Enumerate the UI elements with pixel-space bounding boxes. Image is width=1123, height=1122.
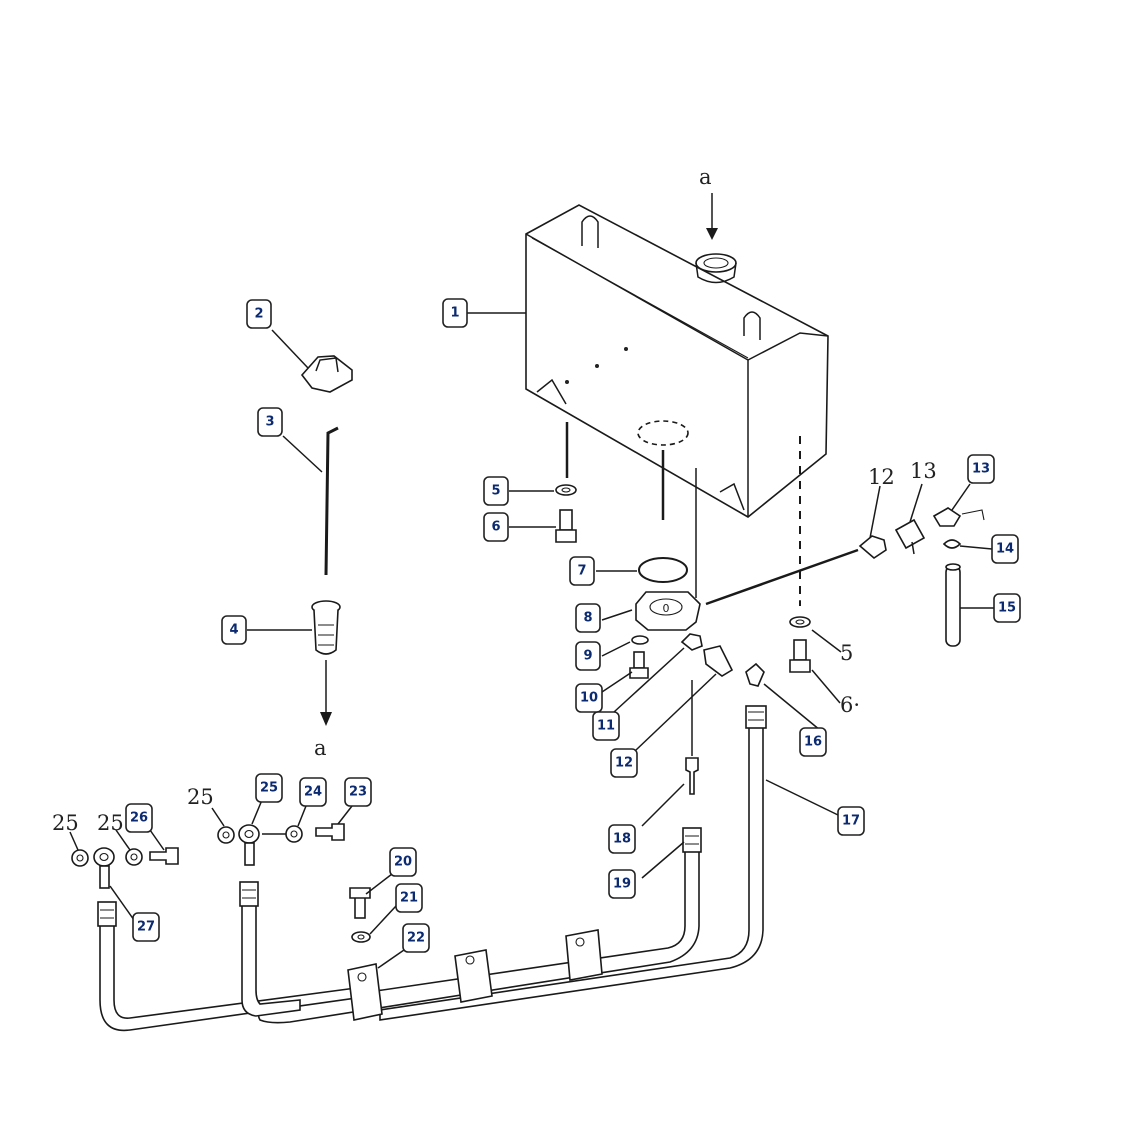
- svg-text:23: 23: [349, 785, 367, 800]
- callout-24[interactable]: 24: [299, 777, 327, 807]
- svg-text:3: 3: [265, 415, 274, 430]
- svg-text:22: 22: [407, 931, 425, 946]
- label-6-plain: 6·: [840, 693, 860, 717]
- callout-26[interactable]: 26: [125, 803, 153, 833]
- svg-text:2: 2: [254, 307, 263, 322]
- callout-23[interactable]: 23: [344, 777, 372, 807]
- callout-8[interactable]: 8: [575, 603, 601, 633]
- callout-27[interactable]: 27: [132, 912, 160, 942]
- callout-4[interactable]: 4: [221, 615, 247, 645]
- svg-text:27: 27: [137, 920, 155, 935]
- filler-cap: [300, 355, 353, 393]
- label-12-plain: 12: [868, 465, 895, 489]
- small-parts-9-11: [629, 633, 765, 687]
- hose-left-25: [238, 824, 301, 1017]
- callout-10[interactable]: 10: [575, 683, 603, 713]
- callout-20[interactable]: 20: [389, 847, 417, 877]
- svg-text:10: 10: [580, 691, 598, 706]
- svg-text:8: 8: [583, 611, 592, 626]
- callout-3[interactable]: 3: [257, 407, 283, 437]
- callout-22[interactable]: 22: [402, 923, 430, 953]
- callout-19[interactable]: 19: [608, 869, 636, 899]
- strainer: [311, 600, 341, 726]
- svg-text:19: 19: [613, 877, 631, 892]
- label-25-plain-b: 25: [97, 811, 124, 835]
- callout-5[interactable]: 5: [483, 476, 509, 506]
- callout-18[interactable]: 18: [608, 824, 636, 854]
- svg-text:5: 5: [491, 484, 500, 499]
- label-a-top: a: [699, 165, 712, 189]
- callout-21[interactable]: 21: [395, 883, 423, 913]
- svg-text:26: 26: [130, 811, 148, 826]
- fuel-tank: [525, 204, 829, 518]
- callout-25[interactable]: 25: [255, 773, 283, 803]
- svg-text:11: 11: [597, 719, 615, 734]
- label-a-bottom: a: [314, 736, 327, 760]
- o-ring: [638, 450, 688, 583]
- svg-text:24: 24: [304, 785, 322, 800]
- svg-text:20: 20: [394, 855, 412, 870]
- svg-text:12: 12: [615, 756, 633, 771]
- mount-left: [555, 422, 577, 543]
- svg-text:21: 21: [400, 891, 418, 906]
- callout-14[interactable]: 14: [991, 534, 1019, 564]
- svg-text:25: 25: [260, 781, 278, 796]
- svg-text:7: 7: [577, 564, 586, 579]
- valve-assembly: [858, 507, 985, 647]
- svg-text:13: 13: [972, 462, 990, 477]
- svg-text:16: 16: [804, 735, 822, 750]
- arrow-a-top: [706, 193, 718, 240]
- callout-9[interactable]: 9: [575, 641, 601, 671]
- fitting-18: [685, 680, 699, 795]
- svg-text:17: 17: [842, 814, 860, 829]
- label-25-plain-a: 25: [52, 811, 79, 835]
- svg-text:1: 1: [450, 306, 459, 321]
- callout-16[interactable]: 16: [799, 727, 827, 757]
- svg-text:6: 6: [491, 520, 500, 535]
- callout-13[interactable]: 13: [967, 454, 995, 484]
- callout-6[interactable]: 6: [483, 512, 509, 542]
- dipstick: [324, 426, 339, 576]
- svg-text:9: 9: [583, 649, 592, 664]
- label-25-plain-c: 25: [187, 785, 214, 809]
- svg-text:0: 0: [663, 602, 670, 615]
- plain-labels: a a 12 13 5 6· 25 25 25: [52, 165, 937, 835]
- mount-right: [789, 436, 811, 673]
- svg-text:18: 18: [613, 832, 631, 847]
- callout-15[interactable]: 15: [993, 593, 1021, 623]
- callout-7[interactable]: 7: [569, 556, 595, 586]
- drain-flange: 0: [635, 591, 701, 631]
- label-13-plain: 13: [910, 459, 937, 483]
- label-5-plain: 5: [840, 641, 853, 665]
- callout-2[interactable]: 2: [246, 299, 272, 329]
- callout-11[interactable]: 11: [592, 711, 620, 741]
- callout-12[interactable]: 12: [610, 748, 638, 778]
- svg-text:4: 4: [229, 623, 238, 638]
- leader-lines: [69, 312, 994, 969]
- clamp-parts: [347, 887, 603, 1021]
- svg-text:15: 15: [998, 601, 1016, 616]
- hose-17: [379, 705, 767, 1021]
- svg-text:14: 14: [996, 542, 1014, 557]
- callout-17[interactable]: 17: [837, 806, 865, 836]
- washers-bolts-left: [71, 823, 345, 867]
- callout-1[interactable]: 1: [442, 298, 468, 328]
